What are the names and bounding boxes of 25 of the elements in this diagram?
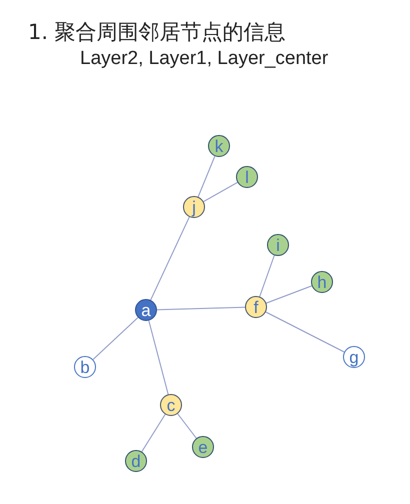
layer2-node: d — [125, 450, 147, 472]
layer-note: Layer2, Layer1, Layer_center — [80, 48, 328, 70]
layer2-node: h — [311, 271, 333, 293]
edge-line — [259, 254, 275, 298]
edge-line — [150, 216, 190, 301]
graph-node: b — [74, 356, 96, 378]
edge-line — [141, 414, 166, 452]
layer1-node: j — [183, 196, 205, 218]
layer2-node: e — [192, 436, 214, 458]
edge-line — [92, 317, 138, 360]
graph-node: g — [343, 346, 365, 368]
edge-line — [177, 413, 197, 439]
layer2-node: l — [236, 166, 258, 188]
title: 1. 聚合周围邻居节点的信息 — [28, 19, 286, 46]
edge-line — [203, 182, 238, 202]
layer2-node: i — [267, 234, 289, 256]
center-node: a — [135, 299, 157, 321]
edge-line — [266, 285, 312, 304]
edge-line — [148, 320, 169, 395]
layer2-node: k — [208, 135, 230, 157]
edge-line — [156, 306, 246, 310]
layer1-node: f — [245, 296, 267, 318]
layer1-node: c — [160, 394, 182, 416]
edge-line — [198, 156, 216, 198]
edge-line — [265, 312, 345, 352]
